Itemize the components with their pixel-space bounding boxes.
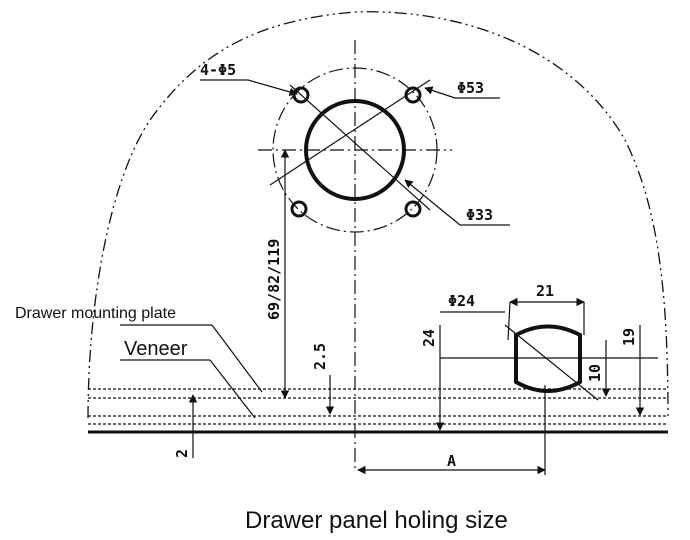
bolt-hole-tr (404, 86, 422, 104)
bolt-hole-bl (290, 200, 308, 218)
base-lines (88, 388, 668, 434)
plate-gap-label: 2.5 (311, 343, 329, 370)
center-bore-label: Φ33 (466, 206, 493, 224)
bolt-circle-label: Φ53 (457, 79, 484, 97)
flat-width-label: 21 (536, 282, 554, 300)
bolt-holes-label: 4-Φ5 (200, 61, 236, 79)
flat-offset-label: 10 (586, 364, 604, 382)
hole-height-label: 24 (420, 329, 438, 347)
veneer-thickness-label: 2 (173, 449, 191, 458)
side-hole-label: Φ24 (448, 292, 475, 310)
bolt-hole-br (404, 200, 422, 218)
horizontal-distance-label: A (447, 452, 456, 470)
main-hole-group (258, 40, 452, 470)
mounting-plate-callout: Drawer mounting plate (15, 305, 176, 322)
vertical-distance-label: 69/82/119 (265, 239, 283, 320)
side-hole (440, 297, 658, 401)
diagram-caption: Drawer panel holing size (245, 507, 508, 534)
panel-outline (87, 11, 669, 419)
veneer-callout: Veneer (124, 338, 188, 360)
hole-center-height-label: 19 (620, 328, 638, 346)
